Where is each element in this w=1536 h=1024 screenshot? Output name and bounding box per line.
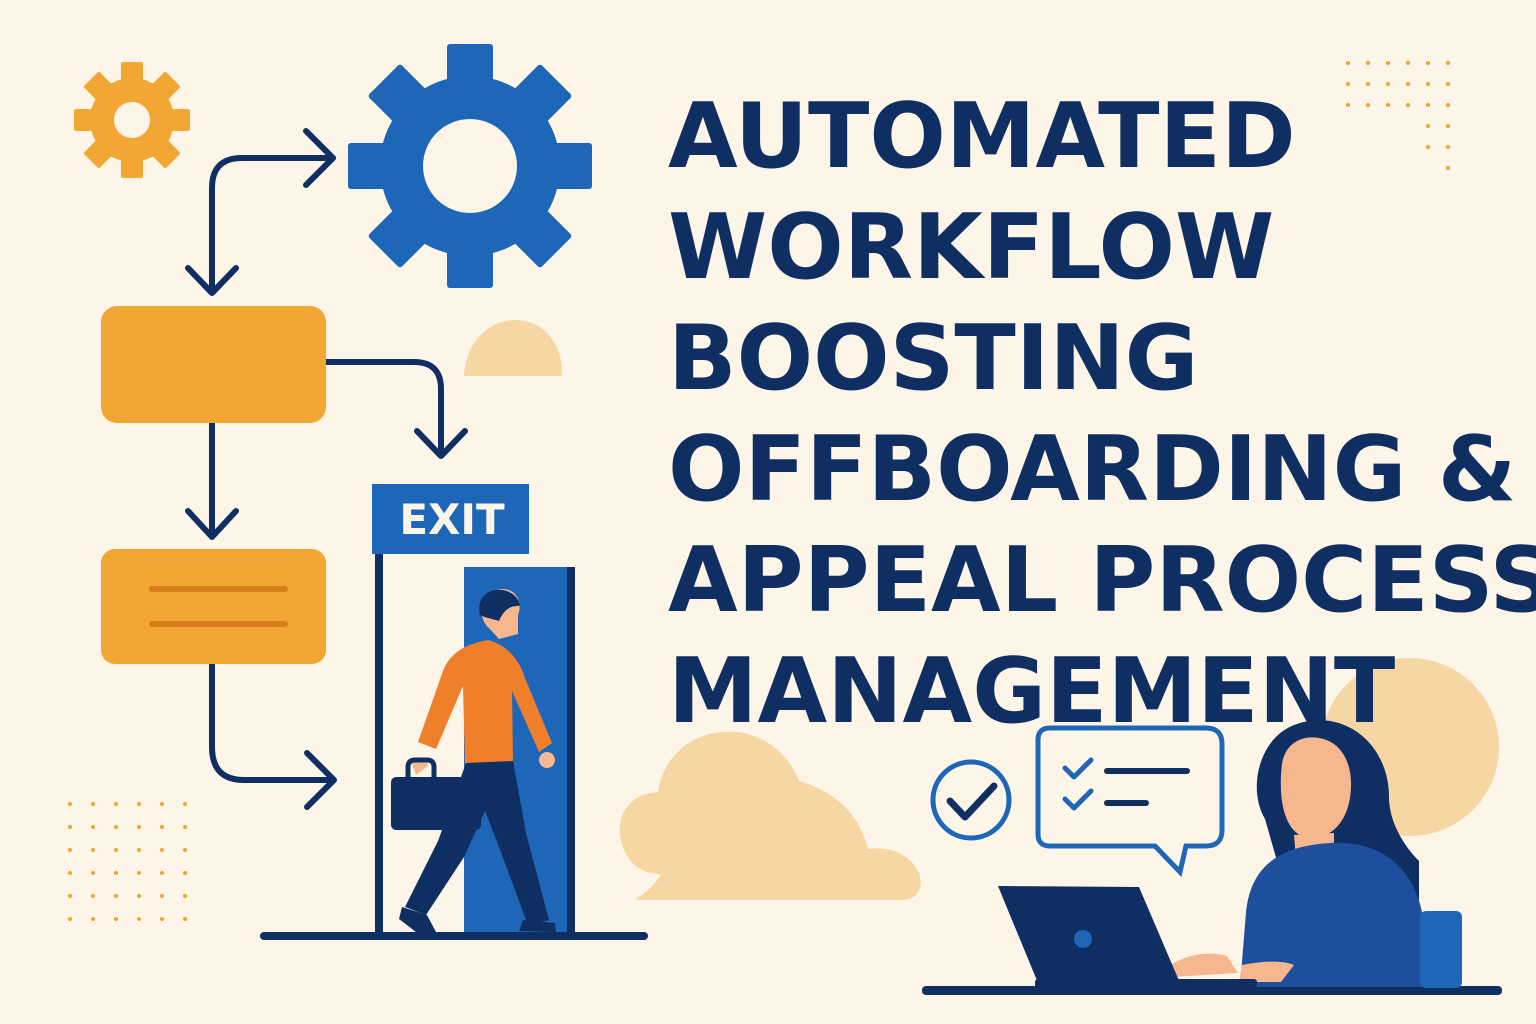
employee-shoe [519,920,556,932]
check-circle-icon [930,759,1012,841]
document-line [149,586,288,592]
title-line-4: OFFBOARDING & [668,417,1517,522]
checklist-check-icon [1062,788,1094,811]
title-line-3: BOOSTING [668,306,1199,411]
document-line [149,621,288,627]
employee-hand [539,752,555,768]
laptop-icon [998,886,1257,988]
employee-shoe [399,907,436,932]
floor-line [260,932,648,940]
agent-hand [1168,953,1238,977]
agent-hand [1239,961,1294,982]
door-frame-right [567,567,575,933]
employee-shirt [418,640,552,764]
desk-line [922,986,1502,995]
down-arrow-icon [185,508,239,540]
exit-sign-label: EXIT [399,495,505,544]
exit-connector [321,359,444,458]
page-title: AUTOMATED WORKFLOW BOOSTING OFFBOARDING … [668,82,1536,748]
workflow-connectors [185,128,468,810]
bottom-connector [209,661,336,783]
top-loop-connector [209,155,336,294]
dot-pattern-bottom-left [67,801,188,922]
down-arrow-icon [185,265,239,296]
door-frame-left [375,554,383,935]
workflow-step-box [101,306,326,423]
large-cloud-shape [619,731,921,900]
small-cloud-shape [464,320,563,376]
exit-sign [372,484,529,554]
checklist-check-icon [1062,757,1094,780]
chair-icon [1420,911,1462,988]
exit-door-scene: EXIT [260,484,648,940]
reviewing-agent [1168,720,1462,988]
employee-pants [405,761,549,925]
title-line-6: MANAGEMENT [668,639,1396,744]
right-arrow-icon [303,128,336,188]
checklist-line [1104,800,1149,806]
employee-hand [411,758,428,775]
title-line-2: WORKFLOW [668,195,1275,300]
down-arrow-icon [414,428,468,459]
background-decorations [464,320,1499,900]
briefcase-icon [391,777,481,830]
large-gear-icon [348,44,592,288]
small-gear-icon [74,62,190,178]
title-line-1: AUTOMATED [668,84,1296,189]
title-line-5: APPEAL PROCESS [668,528,1536,633]
agent-sweater [1240,842,1427,987]
briefcase-handle [405,757,437,777]
agent-face [1280,737,1352,838]
appeal-review-scene [922,720,1502,995]
workflow-document-box [101,549,326,664]
laptop-logo-icon [1074,930,1092,948]
checklist-line [1104,768,1190,774]
dot-pattern-top-right [1345,60,1451,171]
checkmark-icon [946,782,998,821]
right-arrow-icon [304,750,337,810]
walking-employee [391,588,556,932]
employee-hair [479,589,520,621]
